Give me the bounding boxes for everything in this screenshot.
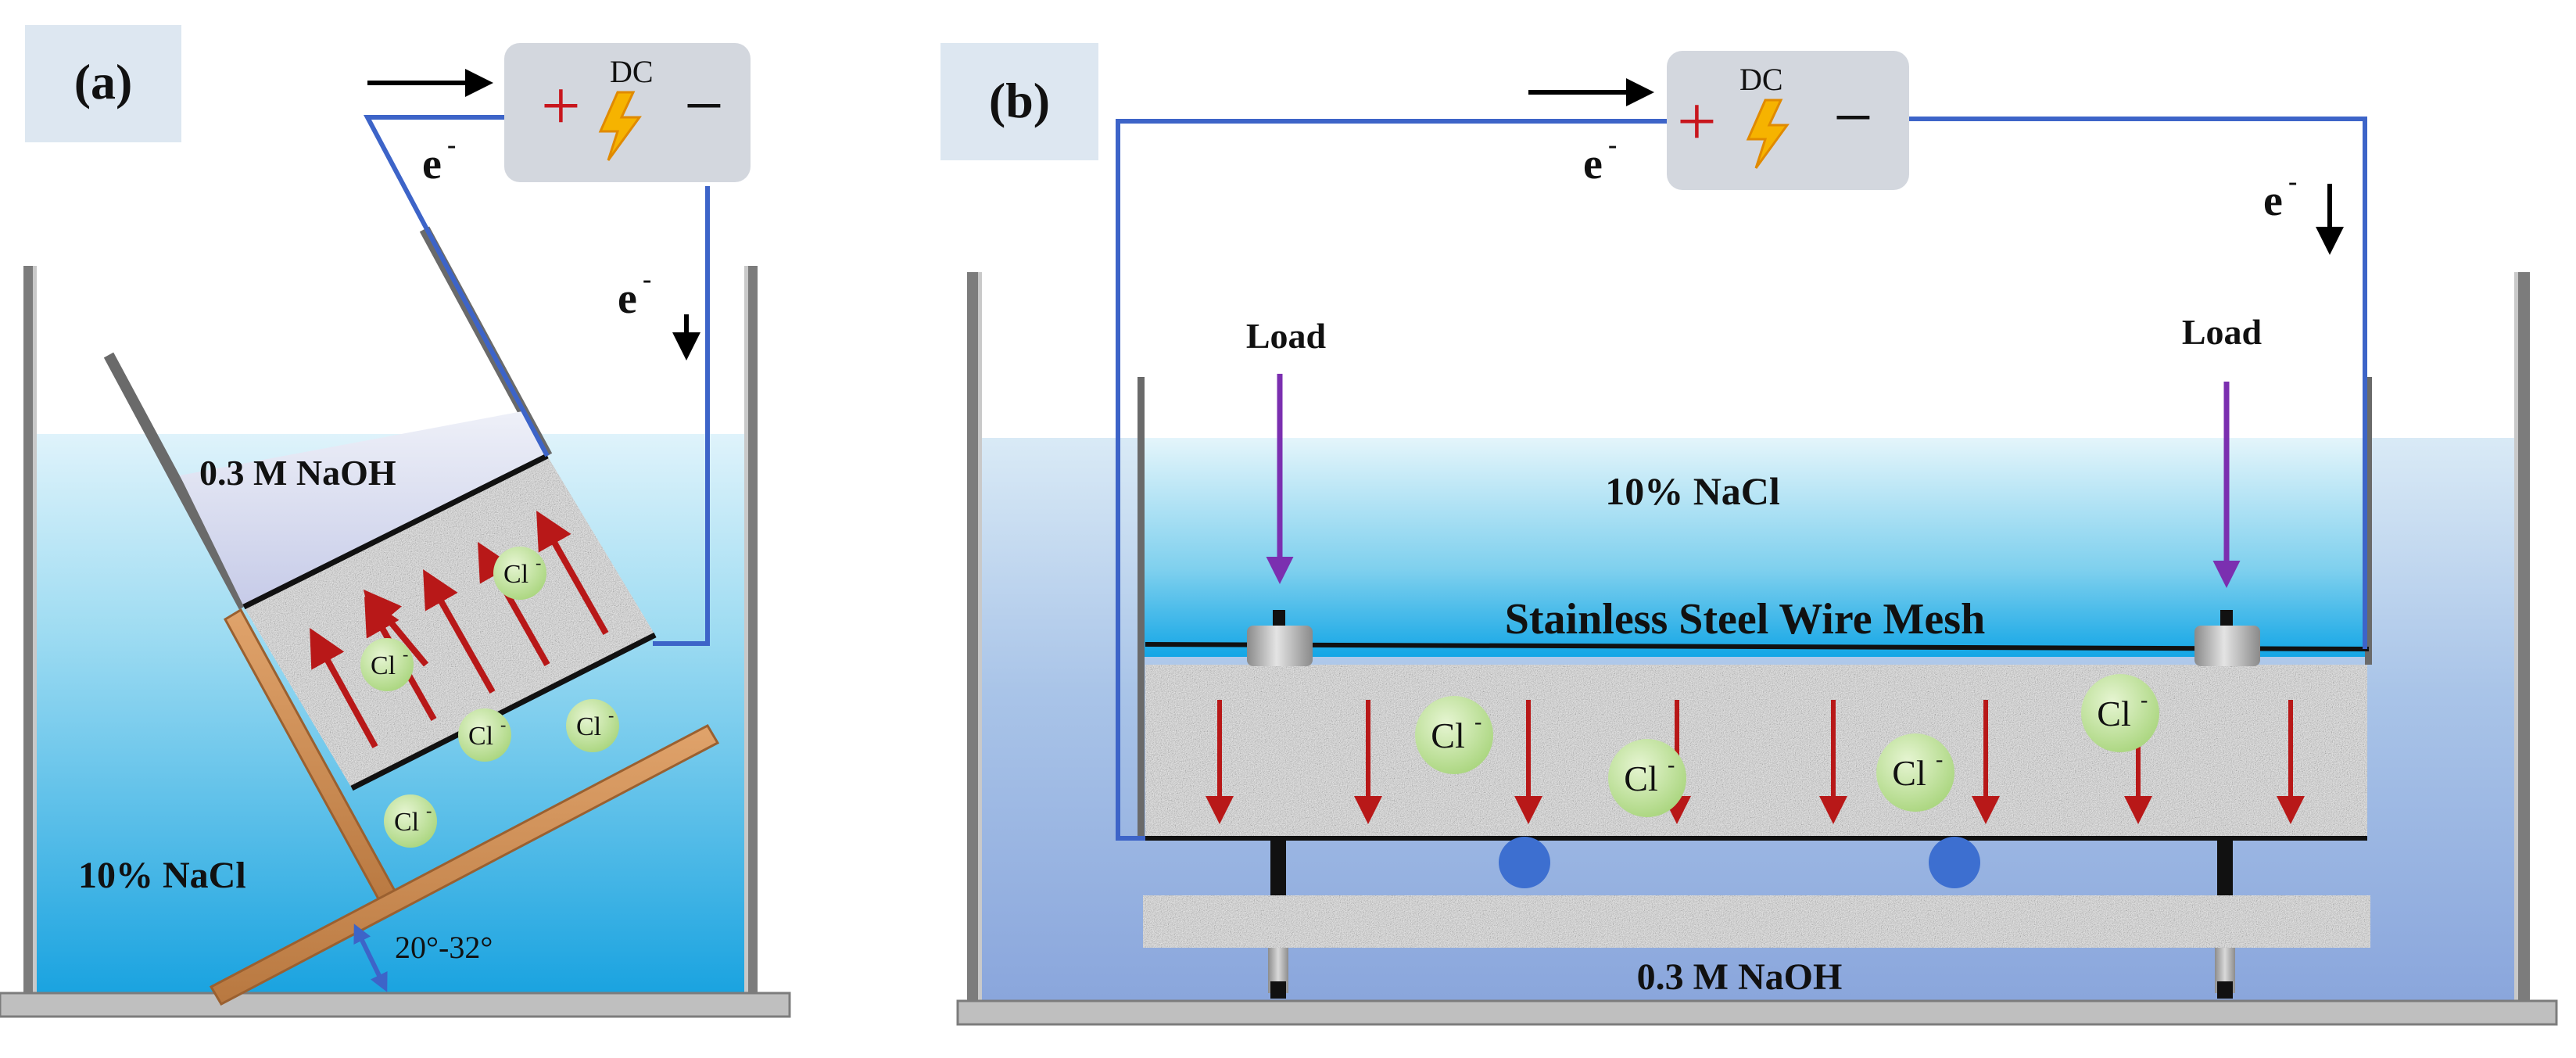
circuit-wire-b [1116,117,2367,841]
svg-text:Cl: Cl [2097,694,2130,733]
svg-text:-: - [1668,753,1675,777]
panel-b-label: (b) [989,73,1050,128]
load-label: Load [2182,312,2263,352]
negative-terminal: − [1833,79,1873,156]
angle-arrow [353,924,388,992]
svg-text:Cl: Cl [1892,753,1926,793]
load-right: Load [2182,312,2263,588]
chloride-ions-b: Cl - Cl - Cl - Cl - [1415,674,2159,817]
svg-text:-: - [2288,167,2297,196]
panel-a-nacl-label: 10% NaCl [78,855,246,896]
chloride-ion: Cl - [566,699,619,752]
svg-text:Cl: Cl [1431,715,1464,755]
svg-text:Cl: Cl [576,712,601,741]
electron-label: e - [618,265,651,323]
load-pads [1247,610,2260,666]
stainless-steel-wire-mesh [1145,642,2370,651]
panel-a-naoh-label: 0.3 M NaOH [199,453,396,493]
panel-b-label-bg [940,43,1098,160]
svg-text:-: - [643,265,651,294]
svg-text:-: - [1608,131,1617,160]
reservoir-right-wall [2365,377,2372,665]
dc-power-supply-b: + − DC [1667,51,1909,190]
chloride-ions-a: Cl - Cl - Cl - Cl - Cl - [360,547,619,848]
roller [1499,837,1550,888]
dc-label: DC [610,54,654,89]
svg-text:Cl: Cl [371,651,396,680]
circuit-wire-a [364,115,710,646]
bolt-icon [1746,99,1790,169]
svg-text:-: - [500,715,506,734]
svg-text:Cl: Cl [503,560,528,589]
panel-b-naoh-label: 0.3 M NaOH [1637,956,1843,998]
electron-label: e - [2263,167,2297,225]
svg-text:e: e [618,274,637,323]
chloride-ion: Cl - [1876,733,1954,812]
svg-text:Cl: Cl [394,808,419,837]
svg-text:-: - [2141,688,2148,712]
panel-a: (a) [0,25,791,1018]
chloride-ion: Cl - [2081,674,2159,752]
load-label: Load [1246,316,1327,356]
chloride-ion: Cl - [458,708,511,762]
reservoir-left-wall [1138,377,1145,838]
panel-a-label-bg [25,25,181,142]
panel-a-label: (a) [74,54,133,109]
svg-text:-: - [426,801,432,820]
svg-text:e: e [2263,177,2283,225]
svg-text:-: - [536,553,541,572]
chloride-ion: Cl - [1415,696,1493,774]
svg-text:e: e [422,140,442,188]
negative-terminal: − [684,67,724,145]
bolt-icon [598,91,642,161]
angle-label: 20°-32° [395,930,493,965]
wooden-stand [209,608,720,1006]
load-left: Load [1246,316,1327,584]
roller [1929,837,1980,888]
panel-b-container [956,272,2558,1026]
positive-terminal: + [1677,83,1717,160]
svg-text:Cl: Cl [1624,759,1657,798]
dc-power-supply-a: + − DC [504,43,751,182]
panel-b: (b) [940,43,2558,1026]
svg-text:-: - [403,644,408,664]
panel-a-container [0,266,791,1018]
mesh-label: Stainless Steel Wire Mesh [1505,595,1985,644]
naoh-reservoir-a [180,411,547,607]
chloride-ion: Cl - [360,638,414,691]
svg-text:-: - [447,131,456,160]
svg-text:e: e [1583,140,1603,188]
reservoir-left-wall [103,352,249,610]
svg-text:-: - [1936,748,1943,772]
electron-label: e - [422,131,456,188]
dc-label: DC [1739,62,1783,97]
chloride-ion: Cl - [493,547,546,600]
svg-text:-: - [1474,710,1481,734]
nacl-reservoir [1143,438,2369,657]
positive-terminal: + [541,67,581,145]
support-posts [1268,837,2235,999]
svg-text:Cl: Cl [468,722,493,751]
electron-label: e - [1583,131,1617,188]
chloride-ion: Cl - [1608,739,1686,817]
svg-text:-: - [608,705,614,725]
panel-b-nacl-label: 10% NaCl [1605,469,1780,513]
chloride-ion: Cl - [384,794,437,848]
